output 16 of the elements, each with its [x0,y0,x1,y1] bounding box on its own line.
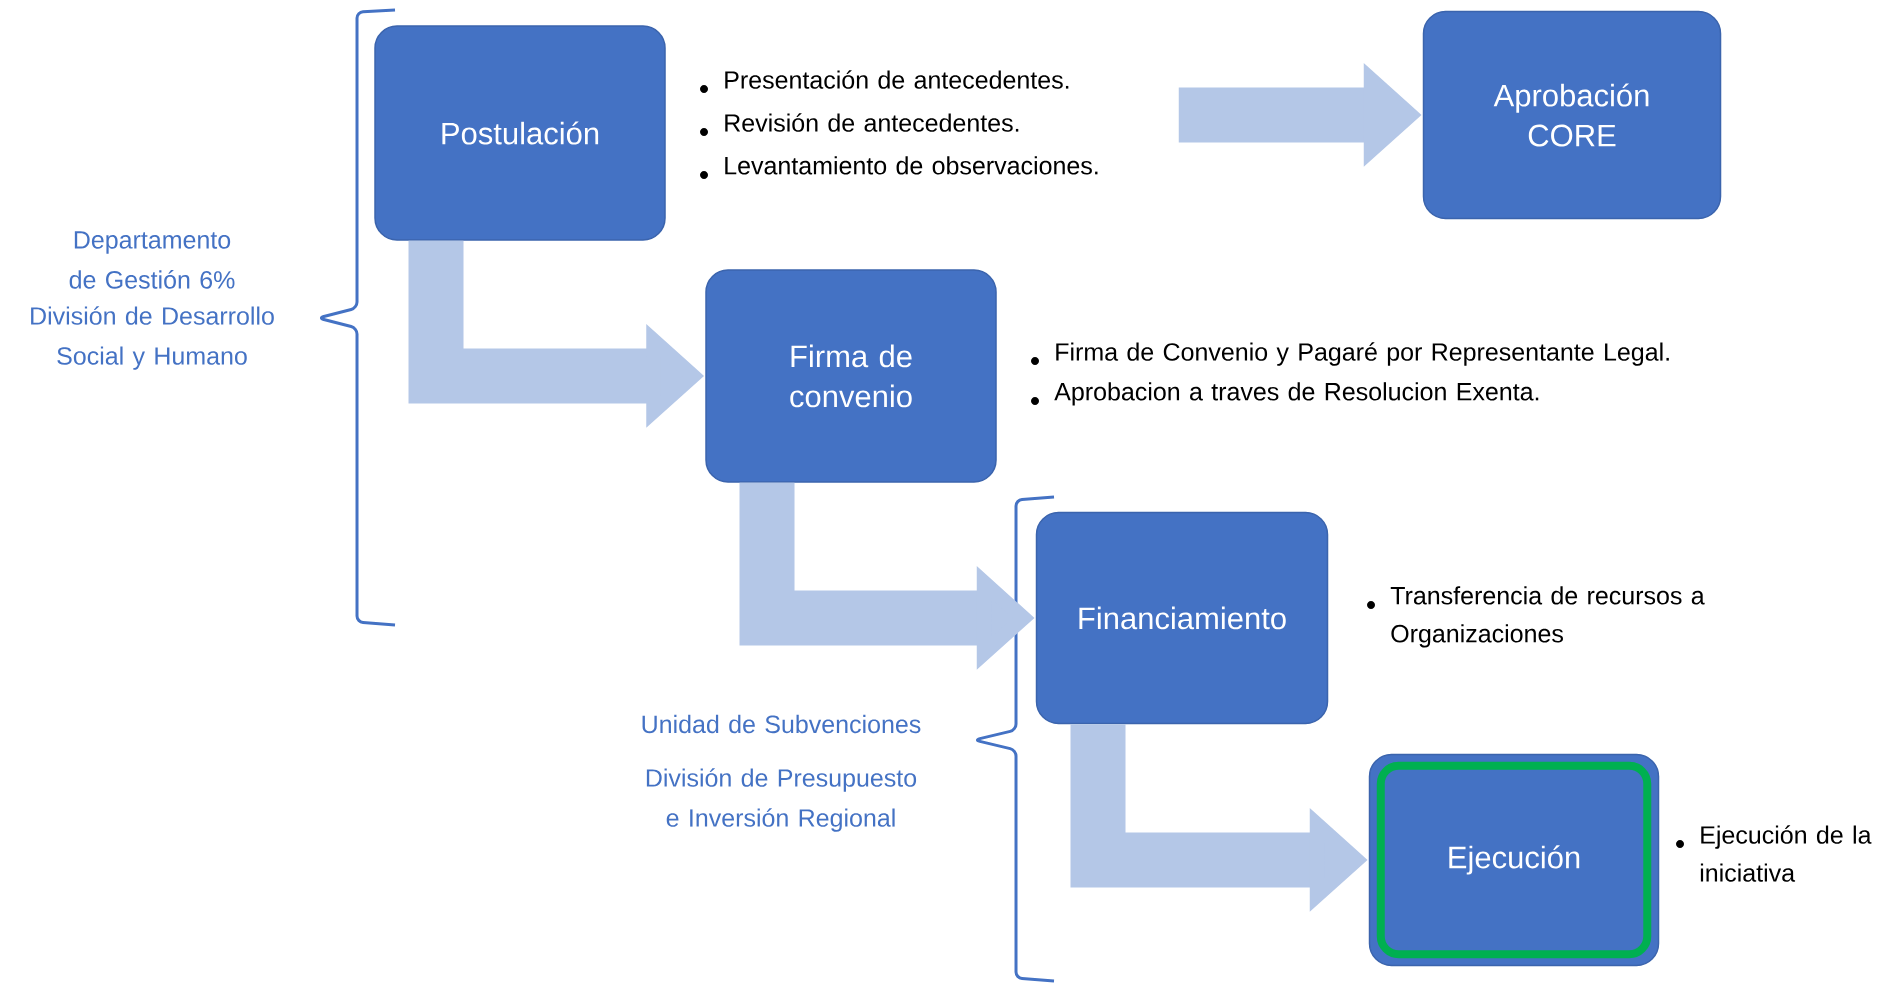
bullet-text: Levantamiento de observaciones. [725,156,1098,175]
process-box: Firma de convenio [705,269,997,483]
bullet-text: Revisión de antecedentes. [725,113,1019,132]
bullet-text: Transferencia de recursos a Organizaciones [1390,586,1705,648]
group-label: División de Presupuesto e Inversión Regional [646,768,917,832]
process-box: Ejecución [1368,753,1660,967]
bullet-text: Ejecución de la iniciativa [1700,825,1872,882]
process-box: Financiamiento [1035,511,1329,725]
bullet-text: Presentación de antecedentes. [725,70,1069,89]
process-box: Postulación [374,25,666,241]
group-label: Unidad de Subvenciones [642,714,921,734]
bullet-text: Firma de Convenio y Pagaré por Representante Legal. [1056,342,1669,366]
process-box: Aprobación CORE [1422,10,1722,220]
group-label: División de Desarrollo Social y Humano [31,306,274,370]
group-label: Departamento de Gestión 6% [69,231,235,289]
bullet-text: Aprobacion a traves de Resolucion Exenta. [1054,382,1539,406]
